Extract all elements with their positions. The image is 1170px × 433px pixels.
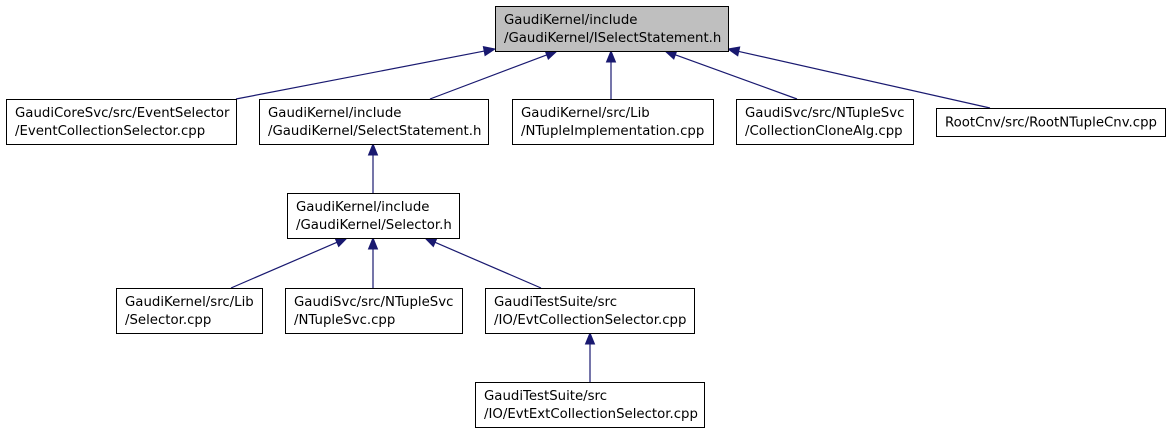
arrowhead-icon <box>584 331 596 345</box>
node-label-line: GaudiKernel/src/Lib <box>521 106 650 121</box>
arrowhead-icon <box>605 49 617 63</box>
node-label-line: /CollectionCloneAlg.cpp <box>745 124 903 139</box>
node-selcpp[interactable]: GaudiKernel/src/Lib/Selector.cpp <box>116 288 263 334</box>
node-label-line: /IO/EvtExtCollectionSelector.cpp <box>484 407 698 422</box>
nodes: GaudiKernel/include/GaudiKernel/ISelectS… <box>6 6 1166 428</box>
arrowhead-icon <box>423 237 438 248</box>
node-root[interactable]: GaudiKernel/include/GaudiKernel/ISelectS… <box>495 6 729 52</box>
arrowhead-icon <box>334 237 349 248</box>
node-evtcoll[interactable]: GaudiTestSuite/src/IO/EvtCollectionSelec… <box>485 288 695 334</box>
arrowhead-icon <box>482 46 497 57</box>
node-label-line: GaudiSvc/src/NTupleSvc <box>745 106 904 121</box>
node-box[interactable] <box>6 99 237 145</box>
edge-evtcoll-to-selector <box>434 241 542 289</box>
node-box[interactable] <box>116 288 263 334</box>
node-box[interactable] <box>259 99 489 145</box>
node-label-line: /Selector.cpp <box>125 313 211 328</box>
edges <box>230 46 991 382</box>
node-label-line: /GaudiKernel/ISelectStatement.h <box>504 31 721 46</box>
arrowhead-icon <box>367 142 379 156</box>
node-box[interactable] <box>495 6 729 52</box>
edge-clone-to-root <box>675 54 798 100</box>
node-box[interactable] <box>736 99 914 145</box>
node-box[interactable] <box>936 108 1166 137</box>
node-label-line: GaudiKernel/include <box>504 13 637 28</box>
node-eventsel[interactable]: GaudiCoreSvc/src/EventSelector/EventColl… <box>6 99 237 145</box>
node-label-line: GaudiSvc/src/NTupleSvc <box>294 295 453 310</box>
node-label-line: /EventCollectionSelector.cpp <box>15 124 205 139</box>
node-label-line: /GaudiKernel/Selector.h <box>296 218 452 233</box>
node-selector[interactable]: GaudiKernel/include/GaudiKernel/Selector… <box>287 193 460 239</box>
node-box[interactable] <box>512 99 714 145</box>
node-box[interactable] <box>475 382 705 428</box>
node-evtext[interactable]: GaudiTestSuite/src/IO/EvtExtCollectionSe… <box>475 382 705 428</box>
node-label-line: GaudiTestSuite/src <box>494 295 617 310</box>
edge-eventsel-to-root <box>235 50 485 100</box>
node-label-line: GaudiTestSuite/src <box>484 389 607 404</box>
node-box[interactable] <box>485 288 695 334</box>
node-clone[interactable]: GaudiSvc/src/NTupleSvc/CollectionCloneAl… <box>736 99 914 145</box>
node-selstmt[interactable]: GaudiKernel/include/GaudiKernel/SelectSt… <box>259 99 489 145</box>
node-label-line: GaudiKernel/include <box>268 106 401 121</box>
arrowhead-icon <box>726 46 741 57</box>
edge-selstmt-to-root <box>429 54 547 100</box>
node-label-line: GaudiKernel/src/Lib <box>125 295 254 310</box>
node-ntupleimpl[interactable]: GaudiKernel/src/Lib/NTupleImplementation… <box>512 99 714 145</box>
node-rootcnv[interactable]: RootCnv/src/RootNTupleCnv.cpp <box>936 108 1166 137</box>
node-label-line: GaudiCoreSvc/src/EventSelector <box>15 106 230 121</box>
node-box[interactable] <box>287 193 460 239</box>
node-label-line: RootCnv/src/RootNTupleCnv.cpp <box>945 116 1157 131</box>
node-ntuplesvc[interactable]: GaudiSvc/src/NTupleSvc/NTupleSvc.cpp <box>285 288 463 334</box>
node-label-line: /GaudiKernel/SelectStatement.h <box>268 124 481 139</box>
node-label-line: /IO/EvtCollectionSelector.cpp <box>494 313 686 328</box>
node-label-line: /NTupleImplementation.cpp <box>521 124 704 139</box>
node-box[interactable] <box>285 288 463 334</box>
node-label-line: /NTupleSvc.cpp <box>294 313 395 328</box>
node-label-line: GaudiKernel/include <box>296 200 429 215</box>
arrowhead-icon <box>367 236 379 250</box>
edge-rootcnv-to-root <box>738 50 991 109</box>
edge-selcpp-to-selector <box>230 241 338 289</box>
